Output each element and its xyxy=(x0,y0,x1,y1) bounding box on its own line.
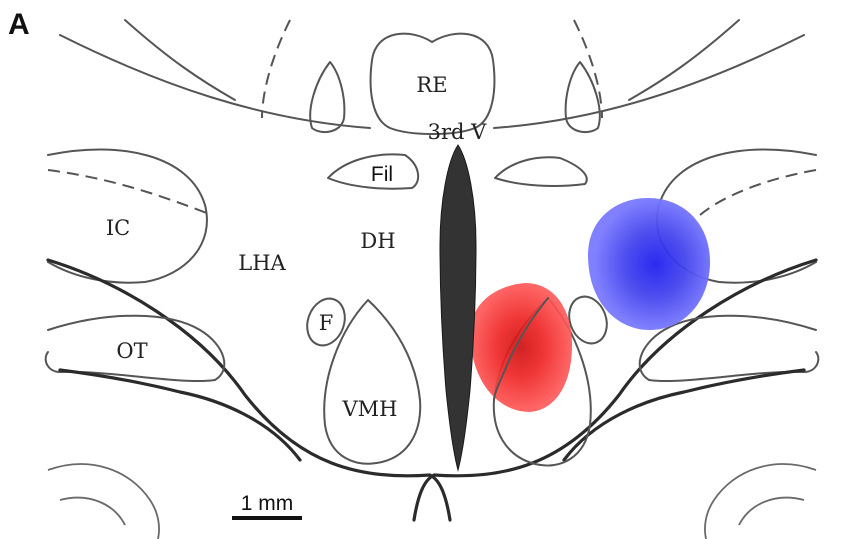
bottom-right-curve xyxy=(705,464,816,539)
upper-left-arc xyxy=(60,35,370,128)
fil-right-shape xyxy=(495,157,587,186)
right-teardrop xyxy=(566,62,600,132)
bottom-left-curve-2 xyxy=(60,498,125,525)
re-label: RE xyxy=(416,73,447,97)
ic-label: IC xyxy=(106,216,130,240)
bottom-left-curve xyxy=(48,464,159,539)
lha-label: LHA xyxy=(238,251,286,275)
vmh-left-outline xyxy=(324,300,420,464)
upper-right-arc xyxy=(494,35,804,128)
left-outer-boundary xyxy=(48,260,450,520)
dh-label: DH xyxy=(360,229,395,253)
third-ventricle xyxy=(440,145,476,470)
top-left-diagonal xyxy=(125,20,235,100)
fil-label: Fil xyxy=(371,163,393,186)
bottom-right-curve-2 xyxy=(739,498,804,525)
blue-activity-spot xyxy=(588,198,710,330)
red-activity-spot xyxy=(470,283,572,412)
ot-label: OT xyxy=(116,339,147,363)
third-ventricle-label: 3rd V xyxy=(428,120,488,144)
top-right-diagonal xyxy=(629,20,739,100)
scale-bar xyxy=(232,516,302,520)
panel-label: A xyxy=(8,8,30,41)
right-ic-dashed xyxy=(700,170,816,215)
vmh-label: VMH xyxy=(342,397,398,421)
left-dashed-arc xyxy=(262,20,290,118)
f-label: F xyxy=(319,311,334,335)
scale-bar-label: 1 mm xyxy=(241,492,294,515)
